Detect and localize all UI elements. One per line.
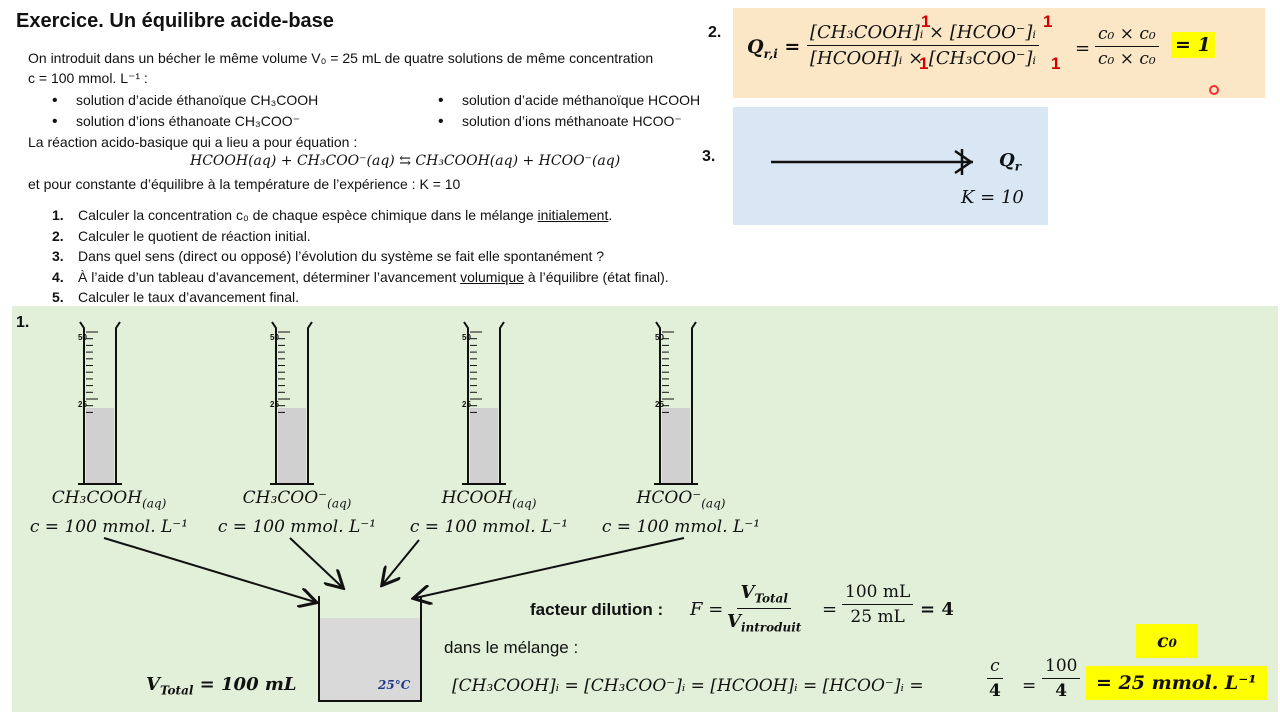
beaker-temperature: 25°C — [378, 678, 411, 692]
dilution-f: F = — [690, 599, 724, 620]
quotient-denominator: [HCOOH]ᵢ × [CH₃COO⁻]ᵢ — [810, 48, 1037, 69]
qr-axis-label: Qr — [999, 150, 1022, 174]
question-item: 3.Dans quel sens (direct ou opposé) l’év… — [52, 248, 605, 264]
reaction-intro: La réaction acido-basique qui a lieu a p… — [28, 134, 358, 150]
intro-line-2: c = 100 mmol. L⁻¹ : — [28, 70, 148, 86]
reaction-equation: HCOOH(aq) + CH₃COO⁻(aq) ⇆ CH₃COOH(aq) + … — [190, 153, 621, 169]
total-volume: VTotal = 100 mL — [146, 674, 297, 698]
quotient-result: = 1 — [1171, 32, 1215, 58]
qr-axis-arrow — [771, 149, 974, 175]
bullet-item: solution d’ions éthanoate CH₃COO⁻ — [52, 111, 318, 132]
answer-1-label: 1. — [16, 314, 30, 331]
question-item: 5.Calculer le taux d’avancement final. — [52, 289, 300, 305]
answer-1-box: 1. 50 25 50 25 50 25 50 25 CH₃COOH(aq) c… — [12, 306, 1278, 712]
mixture-equation: [CH₃COOH]ᵢ = [CH₃COO⁻]ᵢ = [HCOOH]ᵢ = [HC… — [452, 676, 924, 696]
final-concentration: = 25 mmol. L⁻¹ — [1086, 666, 1267, 700]
dilution-values: 100 mL 25 mL — [842, 582, 914, 627]
mixture-label: dans le mélange : — [444, 638, 579, 657]
dilution-result: = 4 — [920, 599, 954, 620]
question-list: 1.Calculer la concentration c₀ de chaque… — [52, 205, 669, 308]
bullet-item: solution d’ions méthanoate HCOO⁻ — [438, 111, 700, 132]
tick-25-4: 25 — [655, 400, 664, 409]
answer-3-box: Qr K = 10 — [733, 107, 1048, 225]
tick-25-1: 25 — [78, 400, 87, 409]
bullets-right: solution d’acide méthanoïque HCOOH solut… — [438, 90, 700, 132]
bullet-item: solution d’acide éthanoïque CH₃COOH — [52, 90, 318, 111]
solution-2: CH₃COO⁻(aq) c = 100 mmol. L⁻¹ — [217, 488, 377, 538]
answer-2-label: 2. — [708, 24, 722, 41]
tick-50-2: 50 — [270, 333, 279, 342]
cylinder-liquid — [86, 408, 114, 484]
question-item: 4.À l’aide d’un tableau d’avancement, dé… — [52, 268, 669, 285]
marker-4: 1 — [1051, 54, 1061, 73]
cursor-dot — [1209, 85, 1219, 95]
c0-tag: c₀ — [1136, 624, 1198, 658]
solution-3: HCOOH(aq) c = 100 mmol. L⁻¹ — [409, 488, 569, 538]
k-value: K = 10 — [961, 187, 1024, 208]
answer-2-box: Qr,i = [CH₃COOH]ᵢ × [HCOO⁻]ᵢ [HCOOH]ᵢ × … — [733, 8, 1265, 98]
hundred-over-4: 100 4 — [1042, 656, 1081, 701]
exercise-title: Exercice. Un équilibre acide-base — [16, 10, 334, 32]
cylinder-liquid — [662, 408, 690, 484]
dilution-fraction: VTotal Vintroduit — [727, 582, 802, 635]
equilibrium-constant: et pour constante d’équilibre à la tempé… — [28, 176, 461, 192]
dilution-label: facteur dilution : — [530, 600, 664, 619]
marker-3: 1 — [919, 54, 929, 73]
cylinder-liquid — [470, 408, 498, 484]
intro-line-1: On introduit dans un bécher le même volu… — [28, 50, 654, 66]
tick-50-1: 50 — [78, 333, 87, 342]
question-item: 2.Calculer le quotient de réaction initi… — [52, 227, 311, 244]
answer-3-label: 3. — [702, 148, 716, 165]
bullet-item: solution d’acide méthanoïque HCOOH — [438, 90, 700, 111]
solution-1: CH₃COOH(aq) c = 100 mmol. L⁻¹ — [29, 488, 189, 538]
bullets-left: solution d’acide éthanoïque CH₃COOH solu… — [52, 90, 318, 132]
quotient-symbol: Qr,i = — [747, 36, 801, 61]
c0-fraction: c₀ × c₀ c₀ × c₀ — [1095, 24, 1159, 69]
quotient-numerator: [CH₃COOH]ᵢ × [HCOO⁻]ᵢ — [807, 22, 1040, 46]
marker-1: 1 — [921, 12, 931, 31]
tick-50-3: 50 — [462, 333, 471, 342]
tick-25-3: 25 — [462, 400, 471, 409]
c-over-4: c 4 — [987, 656, 1003, 701]
quotient-fraction: [CH₃COOH]ᵢ × [HCOO⁻]ᵢ [HCOOH]ᵢ × [CH₃COO… — [807, 22, 1040, 69]
tick-25-2: 25 — [270, 400, 279, 409]
diagram — [78, 321, 698, 702]
solution-4: HCOO⁻(aq) c = 100 mmol. L⁻¹ — [601, 488, 761, 538]
marker-2: 1 — [1043, 12, 1053, 31]
tick-50-4: 50 — [655, 333, 664, 342]
question-item: 1.Calculer la concentration c₀ de chaque… — [52, 207, 613, 223]
cylinder-liquid — [278, 408, 306, 484]
